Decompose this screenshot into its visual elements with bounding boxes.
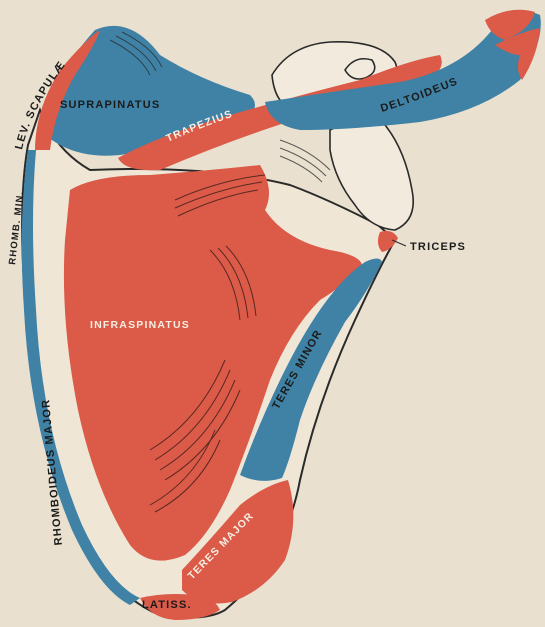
- label-infraspinatus: INFRASPINATUS: [90, 319, 190, 331]
- label-latissimus: LATISS.: [142, 599, 192, 611]
- label-supraspinatus: SUPRAPINATUS: [60, 99, 160, 111]
- label-triceps: TRICEPS: [410, 241, 466, 253]
